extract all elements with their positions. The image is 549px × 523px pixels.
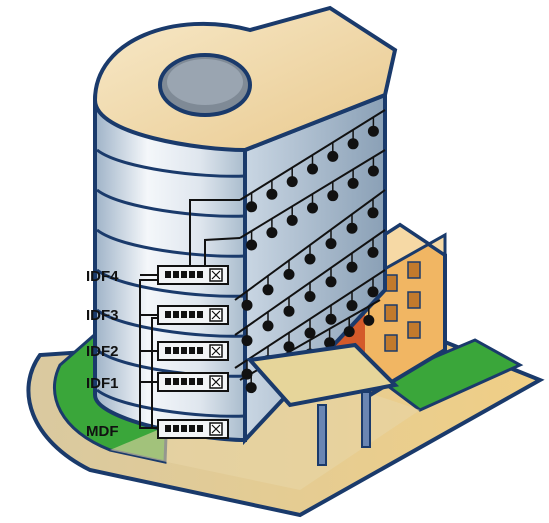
switch-port: [181, 378, 187, 385]
switch-idf4: [157, 265, 229, 285]
switch-port: [173, 271, 179, 278]
network-node: [367, 286, 379, 298]
network-node: [304, 291, 316, 302]
network-node: [307, 202, 318, 214]
switch-port: [189, 271, 195, 278]
switch-x-icon: [211, 346, 221, 356]
network-closets: [157, 265, 229, 439]
network-node: [283, 268, 295, 280]
label-mdf: MDF: [86, 423, 119, 440]
switch-port: [189, 347, 195, 354]
switch-port: [197, 378, 203, 385]
network-node: [283, 305, 295, 317]
switch-port: [181, 347, 187, 354]
network-node: [241, 335, 253, 347]
switch-port: [165, 347, 171, 354]
switch-port: [173, 347, 179, 354]
switch-port: [197, 425, 203, 432]
switch-x-icon: [211, 310, 221, 320]
switch-port: [189, 311, 195, 318]
network-node: [325, 276, 337, 288]
network-node: [363, 314, 375, 326]
network-node: [245, 382, 257, 394]
network-node: [327, 150, 339, 162]
switch-x-icon: [211, 377, 221, 387]
cable-run: [189, 199, 240, 266]
switch-idf1: [157, 372, 229, 392]
switch-port: [181, 425, 187, 432]
lawn-right: [377, 338, 524, 412]
switch-port: [197, 347, 203, 354]
network-node: [346, 222, 358, 234]
switch-port: [165, 311, 171, 318]
cable-run: [204, 237, 241, 266]
network-node: [246, 201, 258, 213]
switch-idf2: [157, 341, 229, 361]
network-node: [347, 177, 359, 189]
label-idf4: IDF4: [86, 268, 119, 285]
network-node: [325, 313, 337, 325]
switch-port: [173, 378, 179, 385]
switch-port: [181, 271, 187, 278]
riser-cable: [139, 279, 158, 429]
network-node: [346, 261, 358, 273]
switch-idf3: [157, 305, 229, 325]
switch-port: [165, 271, 171, 278]
network-node: [241, 299, 253, 311]
switch-port: [181, 311, 187, 318]
switch-port: [189, 378, 195, 385]
network-cabling: [139, 109, 386, 429]
ground-inner: [110, 370, 420, 490]
switch-x-icon: [211, 424, 221, 434]
riser-cable: [151, 317, 158, 428]
network-node: [304, 327, 316, 339]
network-node: [347, 138, 359, 150]
switch-port: [173, 425, 179, 432]
network-node: [266, 188, 278, 200]
network-node: [324, 337, 336, 349]
network-node: [367, 207, 379, 219]
network-node: [367, 125, 379, 137]
network-node: [262, 320, 274, 332]
network-node: [346, 300, 358, 312]
network-node: [343, 326, 355, 338]
network-node: [327, 190, 339, 202]
network-node: [266, 227, 278, 239]
switch-port: [165, 425, 171, 432]
label-idf3: IDF3: [86, 307, 119, 324]
switch-port: [189, 425, 195, 432]
network-node: [304, 253, 316, 265]
entrance-canopy: [246, 342, 400, 466]
network-node: [246, 239, 258, 251]
label-idf2: IDF2: [86, 343, 119, 360]
network-node: [307, 163, 318, 175]
network-node: [262, 284, 274, 296]
switch-x-icon: [211, 270, 221, 280]
switch-port: [197, 271, 203, 278]
switch-port: [165, 378, 171, 385]
network-node: [325, 238, 337, 250]
network-node: [367, 246, 379, 258]
switch-mdf: [157, 419, 229, 439]
network-node: [367, 165, 379, 177]
switch-port: [197, 311, 203, 318]
network-node: [286, 176, 298, 188]
label-idf1: IDF1: [86, 375, 119, 392]
switch-port: [173, 311, 179, 318]
network-node: [286, 214, 298, 226]
